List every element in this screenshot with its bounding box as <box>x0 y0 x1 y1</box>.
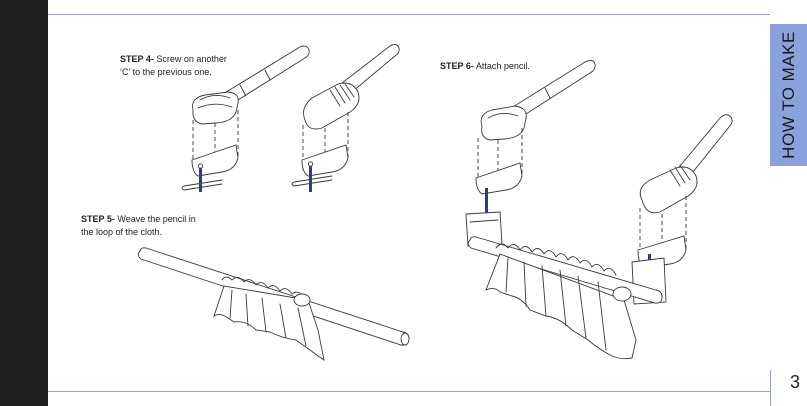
step-6-caption: STEP 6- Attach pencil. <box>440 60 530 73</box>
step-6-illustration <box>465 59 733 360</box>
step-4-illustration-a <box>181 45 310 192</box>
step-4-illustration-b <box>291 43 400 192</box>
step-4-text-2: ‘C’ to the previous one. <box>120 67 212 77</box>
page-number: 3 <box>790 372 801 392</box>
step-5-text-2: the loop of the cloth. <box>81 227 163 237</box>
section-tab <box>770 24 807 166</box>
step-5-illustration <box>137 247 410 361</box>
step-6-text: Attach pencil. <box>475 61 530 71</box>
step-6-label: STEP 6- <box>440 61 474 71</box>
step-5-text-1: Weave the pencil in <box>117 214 196 224</box>
top-rule <box>48 14 770 15</box>
step-5-label: STEP 5- <box>81 214 115 224</box>
step-5-caption: STEP 5- Weave the pencil in the loop of … <box>81 213 196 239</box>
page-number-tab <box>770 370 807 406</box>
step-4-label: STEP 4- <box>120 54 154 64</box>
step-4-text-1: Screw on another <box>156 54 227 64</box>
bottom-rule <box>48 391 770 392</box>
left-dark-band <box>0 0 48 406</box>
step-4-caption: STEP 4- Screw on another ‘C’ to the prev… <box>120 53 227 79</box>
